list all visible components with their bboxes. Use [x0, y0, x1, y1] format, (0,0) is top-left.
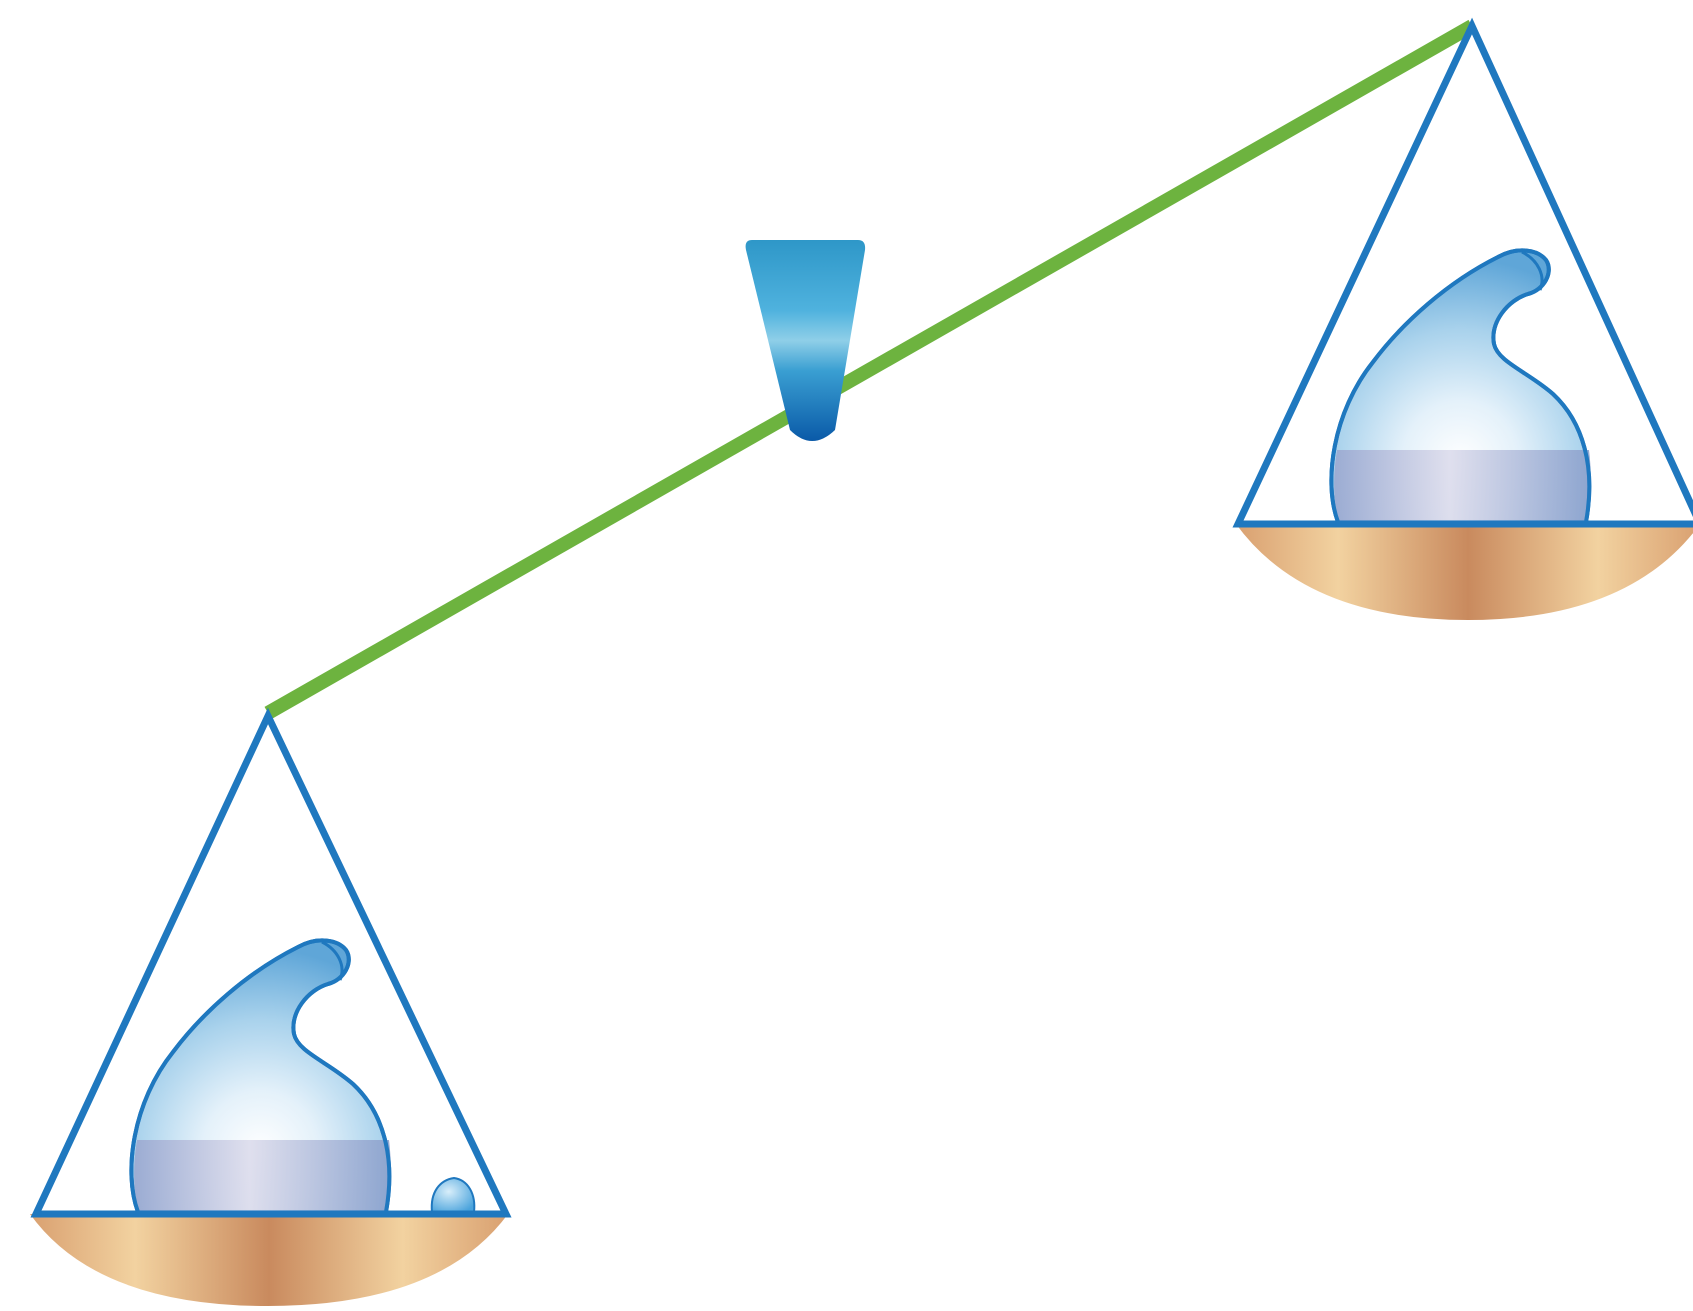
right-flask-icon: [1329, 248, 1593, 524]
balance-beam: [264, 19, 1476, 720]
fulcrum-icon: [745, 240, 866, 441]
left-pan: [30, 707, 512, 1306]
water-droplet-icon: [430, 1176, 476, 1213]
left-pan-frame: [30, 707, 512, 1218]
left-flask-icon: [129, 938, 393, 1214]
right-pan-bowl: [1236, 524, 1693, 620]
right-pan-frame: [1232, 17, 1693, 528]
left-pan-bowl: [30, 1214, 508, 1306]
right-pan: [1232, 17, 1693, 620]
